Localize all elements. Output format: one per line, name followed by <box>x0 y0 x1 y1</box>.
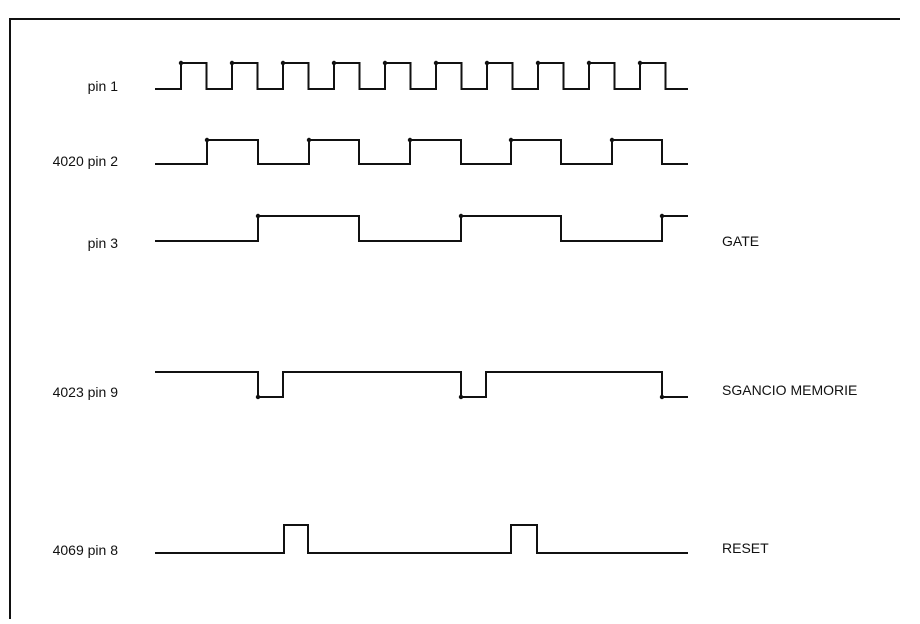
signal-label-pin8: 4069 pin 8 <box>53 542 119 558</box>
pin2-dot <box>204 137 210 143</box>
pin3-dot <box>255 213 261 219</box>
transition-dots <box>178 60 665 400</box>
waveform-pin8 <box>155 524 688 554</box>
side-label-sgancio-memorie: SGANCIO MEMORIE <box>722 382 857 398</box>
signal-label-pin1: pin 1 <box>88 78 119 94</box>
waveform-pin1 <box>155 62 688 90</box>
pin1-dot <box>229 60 235 66</box>
waveform-pin2 <box>155 139 688 165</box>
pin9-dot <box>458 394 464 400</box>
side-label-gate: GATE <box>722 233 759 249</box>
waveform-pin3 <box>155 215 688 242</box>
pin2-dot <box>306 137 312 143</box>
pin1-dot <box>280 60 286 66</box>
pin1-dot <box>382 60 388 66</box>
pin1-dot <box>178 60 184 66</box>
pin9-dot <box>659 394 665 400</box>
pin1-dot <box>586 60 592 66</box>
pin2-dot <box>508 137 514 143</box>
pin2-dot <box>407 137 413 143</box>
signal-label-pin3: pin 3 <box>88 235 119 251</box>
pin1-dot <box>484 60 490 66</box>
side-label-reset: RESET <box>722 540 769 556</box>
pin1-dot <box>535 60 541 66</box>
pin1-dot <box>331 60 337 66</box>
pin3-dot <box>659 213 665 219</box>
diagram-border <box>9 18 900 619</box>
pin9-dot <box>255 394 261 400</box>
pin1-dot <box>637 60 643 66</box>
pin2-dot <box>609 137 615 143</box>
signal-label-pin2: 4020 pin 2 <box>53 153 119 169</box>
waveform-pin9 <box>155 371 688 398</box>
signal-label-pin9: 4023 pin 9 <box>53 384 119 400</box>
pin1-dot <box>433 60 439 66</box>
pin3-dot <box>458 213 464 219</box>
